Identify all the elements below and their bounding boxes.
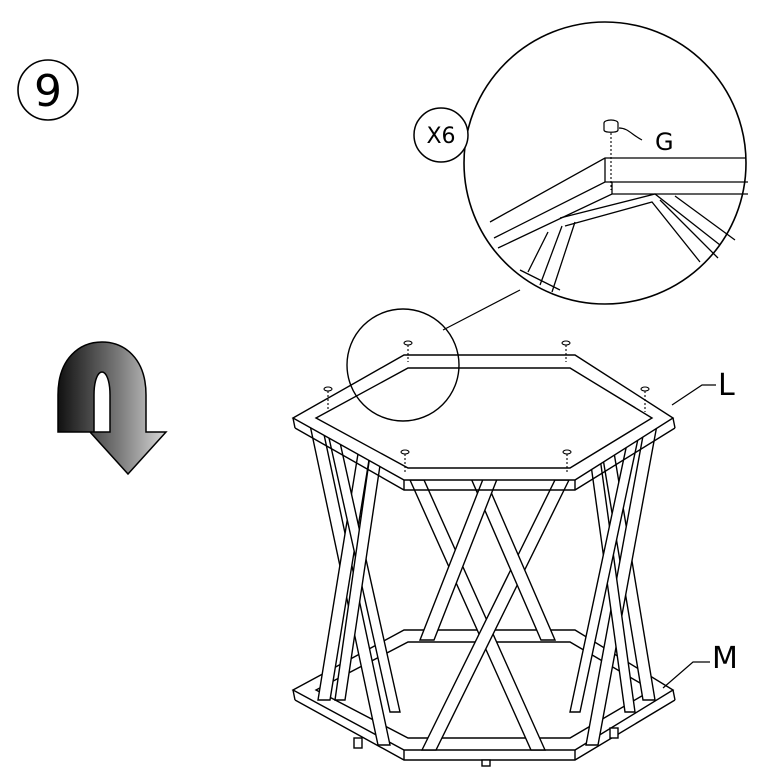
- detail-highlight-circle: [346, 308, 460, 422]
- screw-icon: [400, 449, 410, 472]
- part-label-m: M: [662, 641, 738, 689]
- top-frame: [291, 354, 676, 491]
- bottom-frame-label: M: [712, 641, 738, 676]
- screw-icon: [562, 449, 572, 472]
- step-number-badge: 9: [17, 59, 79, 121]
- table-frame: [291, 308, 676, 767]
- callout-part-label: G: [655, 128, 674, 156]
- top-frame-label: L: [718, 368, 735, 403]
- top-screws: [323, 340, 650, 472]
- screw-icon: [640, 386, 650, 412]
- screw-icon: [603, 119, 619, 190]
- detail-magnifier: G: [442, 21, 748, 331]
- step-number: 9: [34, 66, 62, 117]
- flip-over-arrow-icon: [57, 341, 168, 476]
- screw-icon: [403, 340, 413, 362]
- screw-icon: [323, 386, 333, 412]
- quantity-badge: X6: [413, 107, 469, 163]
- part-label-l: L: [671, 368, 735, 406]
- screw-icon: [561, 340, 571, 362]
- quantity-text: X6: [426, 124, 455, 149]
